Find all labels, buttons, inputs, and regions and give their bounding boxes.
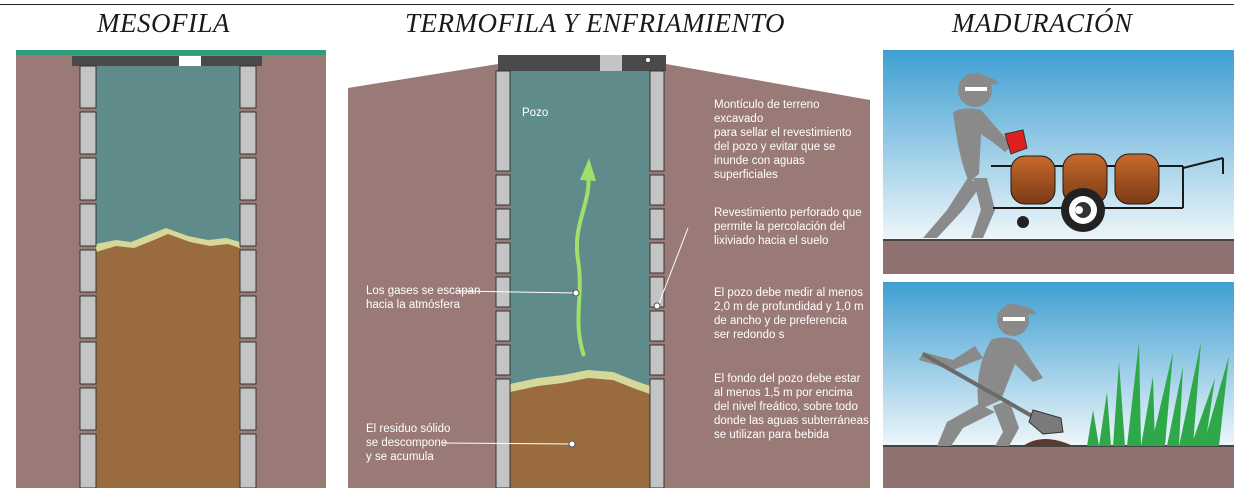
panel-mesofila <box>16 50 326 488</box>
person-pouring-into-barrels-icon <box>883 50 1234 274</box>
heading-mesofila: MESOFILA <box>97 8 230 38</box>
label-medidas: El pozo debe medir al menos 2,0 m de pro… <box>714 287 864 341</box>
termofila-well-diagram <box>348 50 870 488</box>
label-residuo: El residuo sólido se descompone y se acu… <box>366 423 451 463</box>
person-digging-with-shovel-icon <box>883 282 1234 488</box>
mesofila-well-diagram <box>16 50 326 488</box>
panel-termofila: Pozo Montículo de terreno excavado para … <box>348 50 870 488</box>
panel-maduracion-pouring <box>883 50 1234 274</box>
label-pozo: Pozo <box>522 107 549 119</box>
label-revestimiento: Revestimiento perforado que permite la p… <box>714 207 862 247</box>
panel-maduracion-digging <box>883 282 1234 488</box>
label-gases: Los gases se escapan hacia la atmósfera <box>366 285 481 311</box>
label-fondo: El fondo del pozo debe estar al menos 1,… <box>714 373 869 441</box>
top-rule <box>0 4 1234 5</box>
heading-maduracion: MADURACIÓN <box>952 8 1133 38</box>
heading-termofila: TERMOFILA Y ENFRIAMIENTO <box>405 8 785 38</box>
label-monticulo: Montículo de terreno excavado para sella… <box>714 99 852 181</box>
